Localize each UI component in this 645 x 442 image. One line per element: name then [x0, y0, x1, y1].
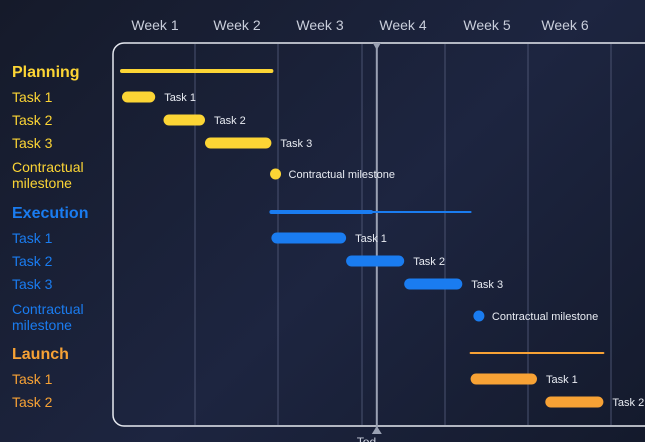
- group-label: Execution: [12, 205, 88, 222]
- today-marker: Tod: [357, 43, 382, 442]
- task-label: Task 1: [12, 89, 53, 105]
- task-label: Task 2: [12, 394, 53, 410]
- week-label: Week 5: [463, 17, 510, 33]
- group-label: Launch: [12, 346, 69, 363]
- today-label: Tod: [357, 435, 376, 442]
- task-bar-label: Task 1: [355, 233, 387, 245]
- task-label: Task 1: [12, 371, 53, 387]
- task-bar-label: Task 3: [280, 138, 312, 150]
- task-bar-label: Task 2: [612, 397, 644, 409]
- milestone-marker: [473, 310, 485, 322]
- task-bar: [404, 278, 463, 290]
- milestone-marker: [270, 168, 282, 180]
- task-bar: [271, 232, 347, 244]
- week-label: Week 1: [131, 17, 178, 33]
- task-bar: [163, 114, 205, 126]
- today-top-arrow: [372, 43, 381, 50]
- task-bar: [470, 373, 537, 385]
- task-label: Task 2: [12, 253, 53, 269]
- week-gridlines: [194, 44, 612, 425]
- milestone-bar-label: Contractual milestone: [289, 169, 395, 181]
- week-labels: Week 1 Week 2 Week 3 Week 4 Week 5 Week 6: [131, 17, 588, 33]
- task-bar: [205, 137, 272, 149]
- week-label: Week 3: [296, 17, 343, 33]
- week-label: Week 6: [541, 17, 588, 33]
- task-bar: [346, 255, 405, 267]
- task-label: Task 2: [12, 112, 53, 128]
- task-bar: [122, 91, 156, 103]
- task-label: Task 3: [12, 135, 53, 151]
- task-bar-label: Task 2: [214, 115, 246, 127]
- week-label: Week 2: [213, 17, 260, 33]
- task-bar-label: Task 1: [546, 374, 578, 386]
- today-bottom-arrow: [371, 426, 382, 434]
- chart-frame: [112, 42, 645, 427]
- task-bar: [545, 396, 604, 408]
- task-label: Task 3: [12, 276, 53, 292]
- week-label: Week 4: [379, 17, 426, 33]
- group-label: Planning: [12, 64, 80, 81]
- task-bar-label: Task 3: [471, 279, 503, 291]
- task-bar-label: Task 1: [164, 92, 196, 104]
- milestone-bar-label: Contractual milestone: [492, 311, 598, 323]
- task-bar-label: Task 2: [413, 256, 445, 268]
- task-label: Task 1: [12, 230, 53, 246]
